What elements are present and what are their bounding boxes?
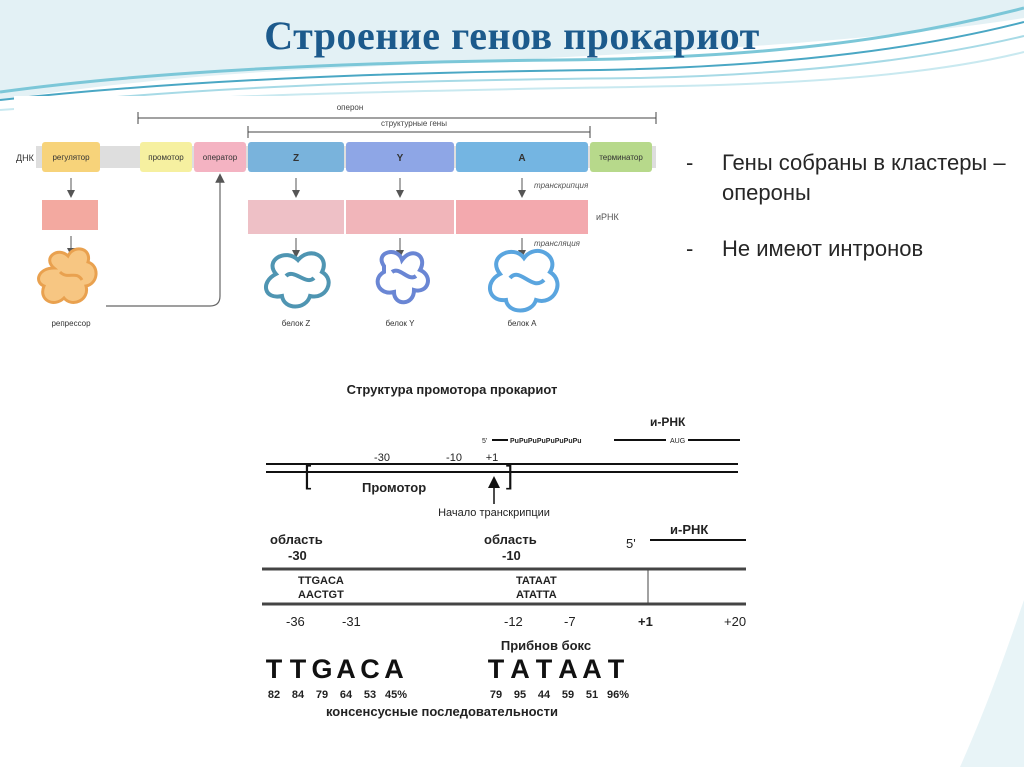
dna-label: ДНК xyxy=(16,153,35,163)
gene-a xyxy=(456,142,588,172)
promoter-label: промотор xyxy=(148,153,184,162)
pribnow-label: Прибнов бокс xyxy=(501,638,591,653)
consensus-letter: T xyxy=(290,654,307,684)
operator-label: оператор xyxy=(203,153,238,162)
promoter-title: Структура промотора прокариот xyxy=(347,382,558,397)
protein-z-label: белок Z xyxy=(282,319,311,328)
start-label: Начало транскрипции xyxy=(438,507,550,519)
percent-value: 64 xyxy=(340,689,353,701)
translation-label: трансляция xyxy=(534,239,581,248)
percent-value: 44 xyxy=(538,689,551,701)
consensus-letter: A xyxy=(510,654,530,684)
pos-minus10: -10 xyxy=(446,452,462,464)
consensus-letter: A xyxy=(384,654,404,684)
bullet-text: Не имеют интронов xyxy=(722,236,924,261)
protein-z-icon xyxy=(264,251,331,309)
percent-value: 51 xyxy=(586,689,598,701)
pu-sequence: PuPuPuPuPuPuPuPu xyxy=(510,438,582,445)
five-prime-top: 5' xyxy=(482,438,487,445)
percent-value: 96% xyxy=(607,689,629,701)
repressor-protein xyxy=(37,247,98,304)
gene-a-label: A xyxy=(518,153,525,164)
slide-title: Строение генов прокариот xyxy=(264,13,760,58)
terminator-label: терминатор xyxy=(599,153,643,162)
promoter-diagram: Структура промотора прокариот и-РНК 5' P… xyxy=(246,366,758,750)
region30-number: -30 xyxy=(288,548,307,563)
five-prime-bottom: 5' xyxy=(626,536,636,551)
percent-value: 59 xyxy=(562,689,574,701)
protein-a-icon xyxy=(488,248,560,313)
bullet-text: Гены собраны в кластеры – опероны xyxy=(722,150,1006,205)
protein-y-icon xyxy=(375,250,430,305)
gene-y xyxy=(346,142,454,172)
seq-bottom-10: ATATTA xyxy=(516,589,557,601)
bullet-item: - Не имеют интронов xyxy=(686,234,1016,264)
region30-label: область xyxy=(270,532,323,547)
consensus-letter: T xyxy=(608,654,625,684)
aug-label: AUG xyxy=(670,438,685,445)
coord-label: -12 xyxy=(504,614,523,629)
gene-z-label: Z xyxy=(293,153,299,164)
consensus-letter: T xyxy=(536,654,553,684)
consensus-letter: C xyxy=(360,654,380,684)
percent-value: 84 xyxy=(292,689,305,701)
mrna-z xyxy=(248,200,344,234)
structural-genes-label: структурные гены xyxy=(381,119,447,128)
coord-label: -7 xyxy=(564,614,576,629)
consensus-caption: консенсусные последовательности xyxy=(326,704,558,719)
percent-value: 95 xyxy=(514,689,526,701)
gene-y-label: Y xyxy=(397,153,404,164)
bullet-dash: - xyxy=(686,150,694,175)
operon-label: оперон xyxy=(337,103,364,112)
consensus-letter: T xyxy=(488,654,505,684)
region10-label: область xyxy=(484,532,537,547)
percent-value: 82 xyxy=(268,689,280,701)
bullet-item: - Гены собраны в кластеры – опероны xyxy=(686,148,1016,208)
operon-diagram: оперон структурные гены ДНК регулятор пр… xyxy=(14,96,680,336)
promoter-region-label: Промотор xyxy=(362,480,426,495)
coord-label: -31 xyxy=(342,614,361,629)
protein-a-label: белок A xyxy=(508,319,538,328)
gene-z xyxy=(248,142,344,172)
consensus-letter: G xyxy=(311,654,332,684)
regulator-mrna xyxy=(42,200,98,230)
coord-label: +1 xyxy=(638,614,653,629)
terminator-region xyxy=(590,142,652,172)
seq-top-35: TTGACA xyxy=(298,575,344,587)
promoter-region xyxy=(140,142,192,172)
operator-region xyxy=(194,142,246,172)
seq-top-10: TATAAT xyxy=(516,575,557,587)
consensus-letter: A xyxy=(558,654,578,684)
promoter-bracket-right: ] xyxy=(506,460,513,490)
consensus-letter: A xyxy=(336,654,356,684)
bullet-dash: - xyxy=(686,236,694,261)
percent-value: 79 xyxy=(316,689,328,701)
bullet-list: - Гены собраны в кластеры – опероны - Не… xyxy=(686,148,1016,290)
region10-number: -10 xyxy=(502,548,521,563)
seq-bottom-35: AACTGT xyxy=(298,589,344,601)
pos-minus30: -30 xyxy=(374,452,390,464)
coord-label: +20 xyxy=(724,614,746,629)
percent-value: 53 xyxy=(364,689,376,701)
transcription-label: транскрипция xyxy=(534,181,589,190)
regulator-label: регулятор xyxy=(52,153,90,162)
mrna-a xyxy=(456,200,588,234)
mrna-label-bottom: и-РНК xyxy=(670,522,708,537)
mrna-y xyxy=(346,200,454,234)
mrna-label: иРНК xyxy=(596,212,620,222)
protein-y-label: белок Y xyxy=(386,319,416,328)
mrna-label-top: и-РНК xyxy=(650,415,686,429)
percent-value: 79 xyxy=(490,689,502,701)
repressor-operator-arrow xyxy=(106,173,225,307)
repressor-label: репрессор xyxy=(51,319,91,328)
consensus-letter: T xyxy=(266,654,283,684)
promoter-bracket-left: [ xyxy=(304,460,312,490)
percent-value: 45% xyxy=(385,689,407,701)
regulator-gene xyxy=(42,142,100,172)
coord-label: -36 xyxy=(286,614,305,629)
consensus-letter: A xyxy=(582,654,602,684)
pos-plus1: +1 xyxy=(486,452,499,464)
